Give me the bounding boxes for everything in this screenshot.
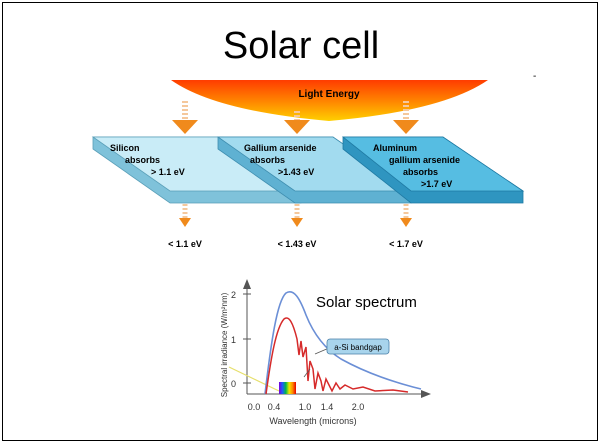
slide-title: Solar cell	[222, 25, 380, 67]
visible-band	[279, 382, 296, 394]
light-energy-label: Light Energy	[298, 89, 360, 100]
layer-silicon-line-1: Silicon	[110, 143, 140, 153]
layer-algaas-line-4: >1.7 eV	[421, 179, 452, 189]
passes-algaas: < 1.7 eV	[389, 239, 423, 249]
bandgap-label: a-Si bandgap	[334, 343, 382, 352]
incoming-beams	[182, 101, 409, 120]
spectrum-xlabel: Wavelength (microns)	[269, 416, 356, 426]
ytick-0: 0	[231, 379, 236, 389]
passes-silicon: < 1.1 eV	[168, 239, 202, 249]
incoming-arrows	[172, 120, 419, 134]
bandgap-callout	[326, 338, 390, 355]
layer-gallium-arsenide: Gallium arsenide absorbs >1.43 eV	[216, 136, 413, 204]
layer-algaas-line-2: gallium arsenide	[389, 155, 460, 165]
solar-spectrum-annotation: Solar spectrum	[316, 294, 417, 311]
slide: Solar cell Light Energy -	[2, 2, 598, 441]
xtick-3: 1.4	[321, 402, 334, 412]
layer-silicon-line-2: absorbs	[125, 155, 160, 165]
solar-cell-diagram: Light Energy - Silicon absorbs > 1.1 eV …	[91, 71, 536, 426]
layer-silicon-line-3: > 1.1 eV	[151, 167, 185, 177]
solar-spectrum-chart: 0 1 2 Spectral irradiance (W/m²nm) a-Si …	[220, 279, 431, 426]
ytick-1: 1	[231, 335, 236, 345]
layer-gaas-line-1: Gallium arsenide	[244, 143, 317, 153]
xtick-2: 1.0	[299, 402, 312, 412]
xtick-0: 0.0	[248, 402, 261, 412]
layer-gaas-line-2: absorbs	[250, 155, 285, 165]
layer-algaas-line-3: absorbs	[403, 167, 438, 177]
transmitted-arrows	[179, 218, 412, 227]
layer-algaas-line-1: Aluminum	[373, 143, 417, 153]
spectrum-curve-inner	[265, 317, 409, 395]
ytick-2: 2	[231, 290, 236, 300]
spectrum-ylabel: Spectral irradiance (W/m²nm)	[220, 292, 229, 397]
light-energy-banner	[171, 80, 488, 121]
transmitted-beams	[182, 204, 409, 218]
layer-gaas-line-3: >1.43 eV	[278, 167, 314, 177]
passes-gaas: < 1.43 eV	[278, 239, 317, 249]
xtick-4: 2.0	[352, 402, 365, 412]
xtick-1: 0.4	[268, 402, 281, 412]
stray-mark: -	[533, 71, 536, 82]
layer-algaas: Aluminum gallium arsenide absorbs >1.7 e…	[341, 136, 525, 204]
spectrum-curve-outer	[264, 291, 422, 395]
